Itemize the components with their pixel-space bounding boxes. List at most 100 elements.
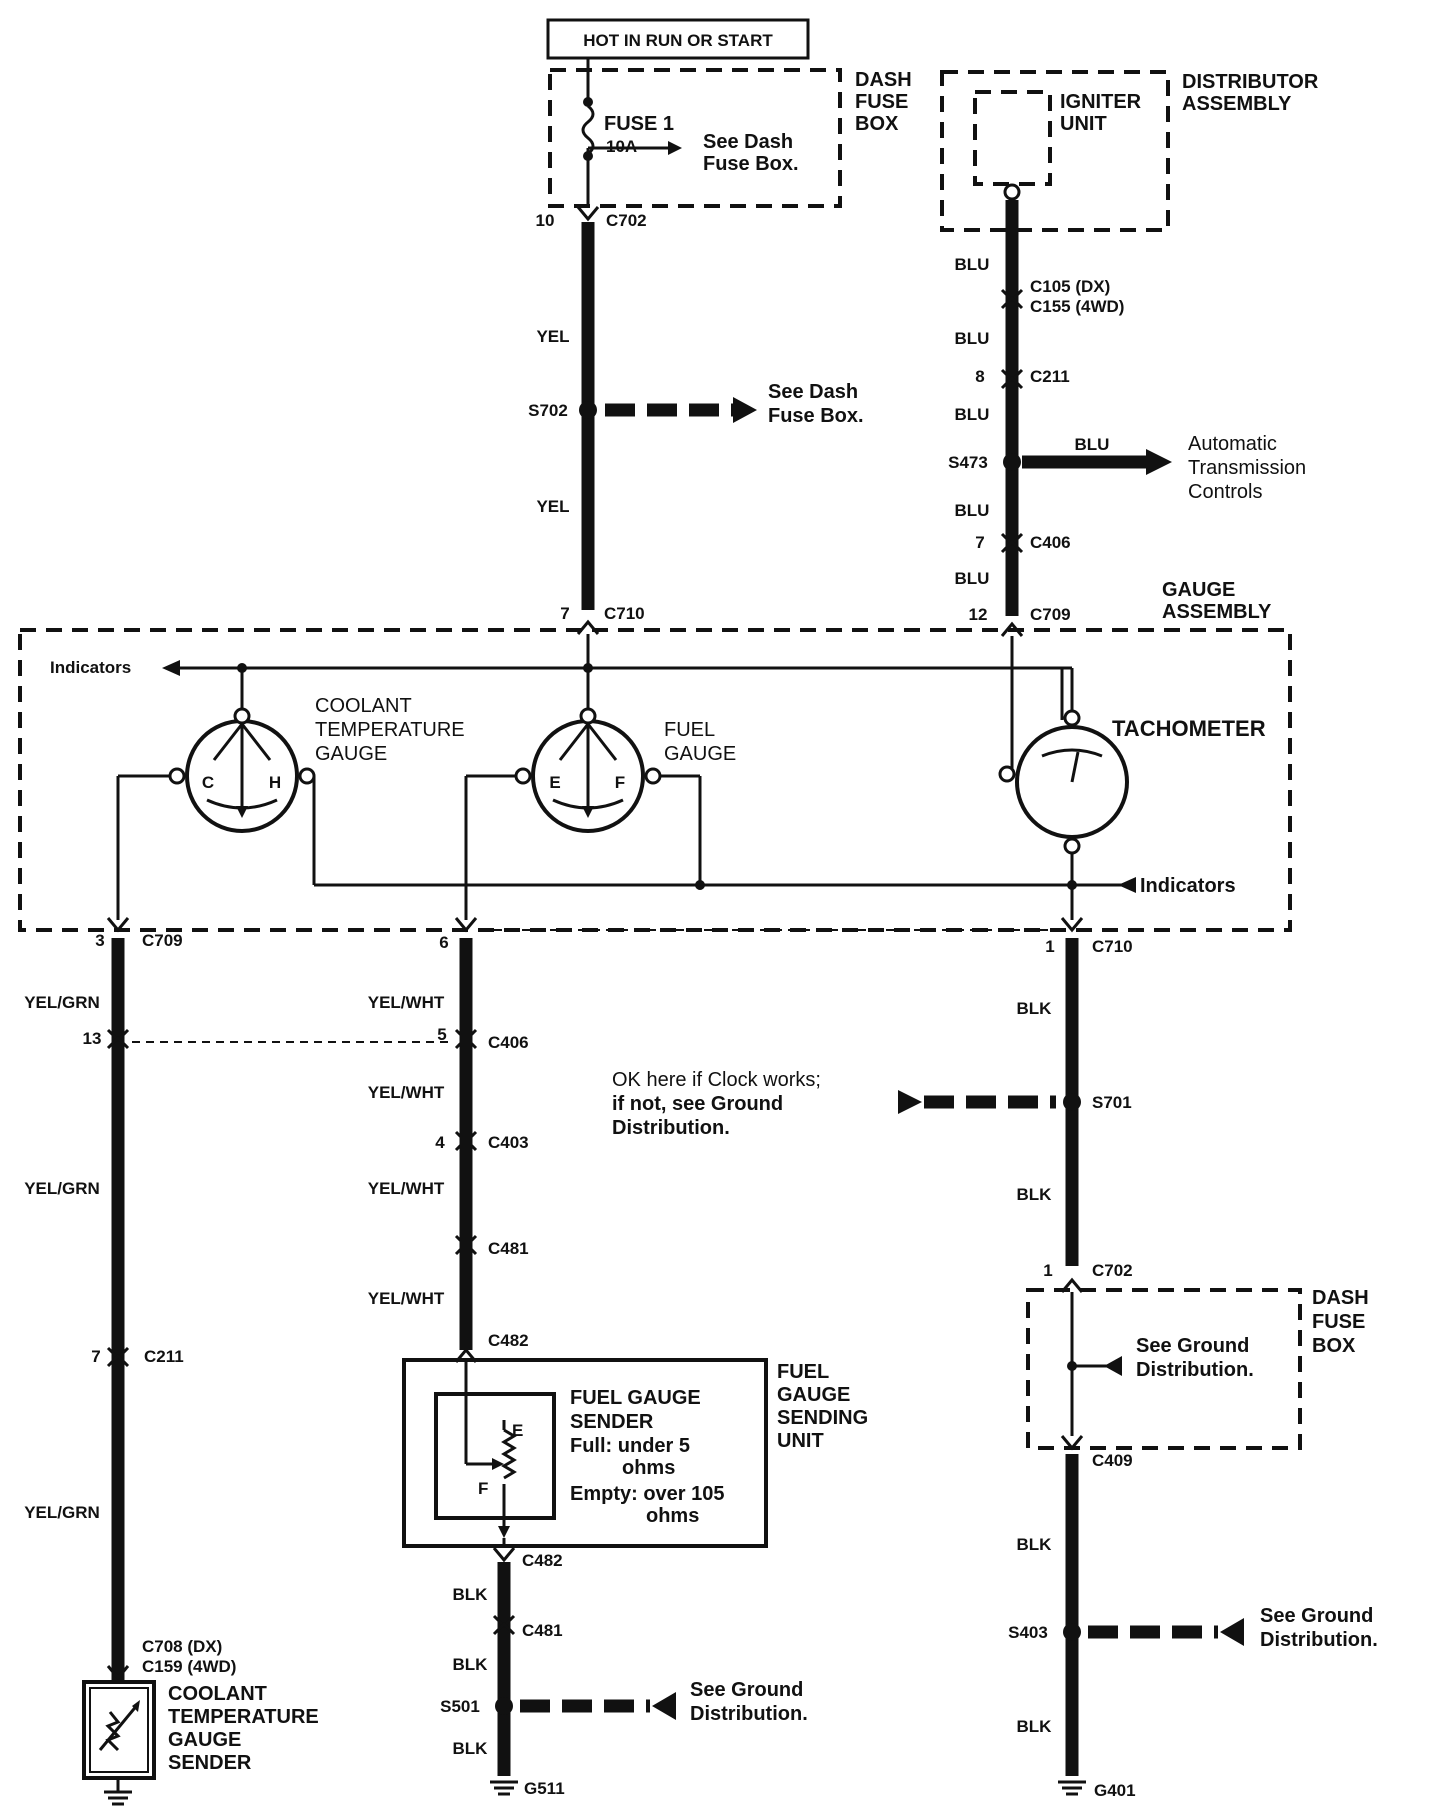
blk-ground-label-4: BLK [1017, 1717, 1053, 1736]
coolant-sender-label-2: TEMPERATURE [168, 1706, 319, 1728]
coolant-temperature-sender [82, 1680, 156, 1780]
blk-fuel-label-1: BLK [453, 1585, 489, 1604]
c406-fuel-pin: 5 [437, 1025, 446, 1044]
power-source-label: HOT IN RUN OR START [583, 31, 773, 50]
atc-label-3: Controls [1188, 481, 1262, 503]
dash-fuse-box-bottom-label-2: FUSE [1312, 1311, 1365, 1333]
coolant-gauge-label-1: COOLANT [315, 695, 412, 717]
c709-blu-pin: 12 [969, 605, 988, 624]
c481-ground-label: C481 [522, 1621, 563, 1640]
blu-label-4: BLU [955, 501, 990, 520]
s702-splice [579, 401, 597, 419]
yel-wire-label-1: YEL [536, 327, 569, 346]
distributor-label-1: DISTRIBUTOR [1182, 71, 1319, 93]
s501-splice [495, 1697, 513, 1715]
c482-fuel-label: C482 [488, 1331, 529, 1350]
atc-label-2: Transmission [1188, 457, 1306, 479]
clock-note-1: OK here if Clock works; [612, 1069, 821, 1091]
c481-fuel-label: C481 [488, 1239, 529, 1258]
s473-splice [1003, 453, 1021, 471]
yel-grn-label-2: YEL/GRN [24, 1179, 100, 1198]
blk-ground-label-3: BLK [1017, 1535, 1053, 1554]
fuel-gauge-label-1: FUEL [664, 719, 715, 741]
yel-grn-label-3: YEL/GRN [24, 1503, 100, 1522]
yel-wht-label-4: YEL/WHT [368, 1289, 445, 1308]
fuse-symbol [581, 104, 595, 156]
s403-see-2: Distribution. [1260, 1629, 1378, 1651]
g511-label: G511 [524, 1779, 565, 1798]
c211-coolant-pin: 7 [91, 1347, 100, 1366]
c710-ground-pin: 1 [1045, 937, 1054, 956]
yel-wire-label-2: YEL [536, 497, 569, 516]
blu-label-1: BLU [955, 255, 990, 274]
yel-wht-label-1: YEL/WHT [368, 993, 445, 1012]
blk-fuel-label-2: BLK [453, 1655, 489, 1674]
dash-fuse-box-bottom-label-3: BOX [1312, 1335, 1356, 1357]
fuse-see-2: Fuse Box. [703, 153, 799, 175]
c710-top-pin: 7 [560, 604, 569, 623]
c211-coolant-label: C211 [144, 1347, 184, 1366]
fuel-unit-label-4: UNIT [777, 1430, 824, 1452]
c702-ground-label: C702 [1092, 1261, 1133, 1280]
s473-label: S473 [948, 453, 988, 472]
fuel-sender-mark-f: F [478, 1479, 488, 1498]
clock-note-2: if not, see Ground [612, 1093, 783, 1115]
fuse-see-1: See Dash [703, 131, 793, 153]
tachometer-label: TACHOMETER [1112, 716, 1266, 741]
fuel-mark-f: F [615, 773, 625, 792]
blu-label-2: BLU [955, 329, 990, 348]
yel-grn-label-1: YEL/GRN [24, 993, 100, 1012]
c710-ground-label: C710 [1092, 937, 1133, 956]
fuel-sender-resistor [501, 1428, 517, 1480]
blu-label-s473: BLU [1075, 435, 1110, 454]
c406-fuel-label: C406 [488, 1033, 529, 1052]
fuel-empty-unit: ohms [646, 1505, 699, 1527]
dash-fuse-box-top [548, 68, 842, 208]
distributor-assembly-box [940, 70, 1170, 232]
s403-label: S403 [1008, 1623, 1048, 1642]
igniter-unit-box [973, 90, 1052, 186]
clock-note-3: Distribution. [612, 1117, 730, 1139]
s403-see-1: See Ground [1260, 1605, 1373, 1627]
igniter-label-2: UNIT [1060, 113, 1107, 135]
gauge-assembly-label-1: GAUGE [1162, 579, 1235, 601]
dash-fuse-box-bottom [1026, 1288, 1302, 1450]
atc-label-1: Automatic [1188, 433, 1277, 455]
fuel-mark-e: E [549, 773, 560, 792]
c105-label: C105 (DX) [1030, 277, 1110, 296]
fuel-unit-label-1: FUEL [777, 1361, 829, 1383]
s501-label: S501 [440, 1697, 480, 1716]
fuse-name: FUSE 1 [604, 113, 674, 135]
blk-fuel-label-3: BLK [453, 1739, 489, 1758]
fuse-box-see-ground-2: Distribution. [1136, 1359, 1254, 1381]
s701-splice [1063, 1093, 1081, 1111]
coolant-mark-c: C [202, 773, 214, 792]
yel-wht-label-3: YEL/WHT [368, 1179, 445, 1198]
dash-fuse-box-top-label-2: FUSE [855, 91, 908, 113]
coolant-sender-label-4: SENDER [168, 1752, 252, 1774]
indicators-right-label: Indicators [1140, 875, 1236, 897]
fuel-unit-label-2: GAUGE [777, 1384, 850, 1406]
fuel-gauge-sender [434, 1392, 556, 1520]
fuel-full-label: Full: under 5 [570, 1435, 690, 1457]
fuel-gauge-label-2: GAUGE [664, 743, 736, 765]
c403-fuel-pin: 4 [435, 1133, 445, 1152]
coolant-sender-label-1: COOLANT [168, 1683, 267, 1705]
fuel-gauge-sending-unit [402, 1358, 768, 1548]
fuel-sender-label-2: SENDER [570, 1411, 654, 1433]
fuel-unit-label-3: SENDING [777, 1407, 868, 1429]
fuel-empty-label: Empty: over 105 [570, 1483, 725, 1505]
g401-label: G401 [1094, 1781, 1136, 1800]
s701-label: S701 [1092, 1093, 1132, 1112]
igniter-label-1: IGNITER [1060, 91, 1142, 113]
c211-blu-pin: 8 [975, 367, 984, 386]
blk-ground-label-2: BLK [1017, 1185, 1053, 1204]
c482-ground-label: C482 [522, 1551, 563, 1570]
s702-see-1: See Dash [768, 381, 858, 403]
blu-label-3: BLU [955, 405, 990, 424]
distributor-label-2: ASSEMBLY [1182, 93, 1292, 115]
s403-splice [1063, 1623, 1081, 1641]
c406-coolant-pin: 13 [83, 1029, 102, 1048]
